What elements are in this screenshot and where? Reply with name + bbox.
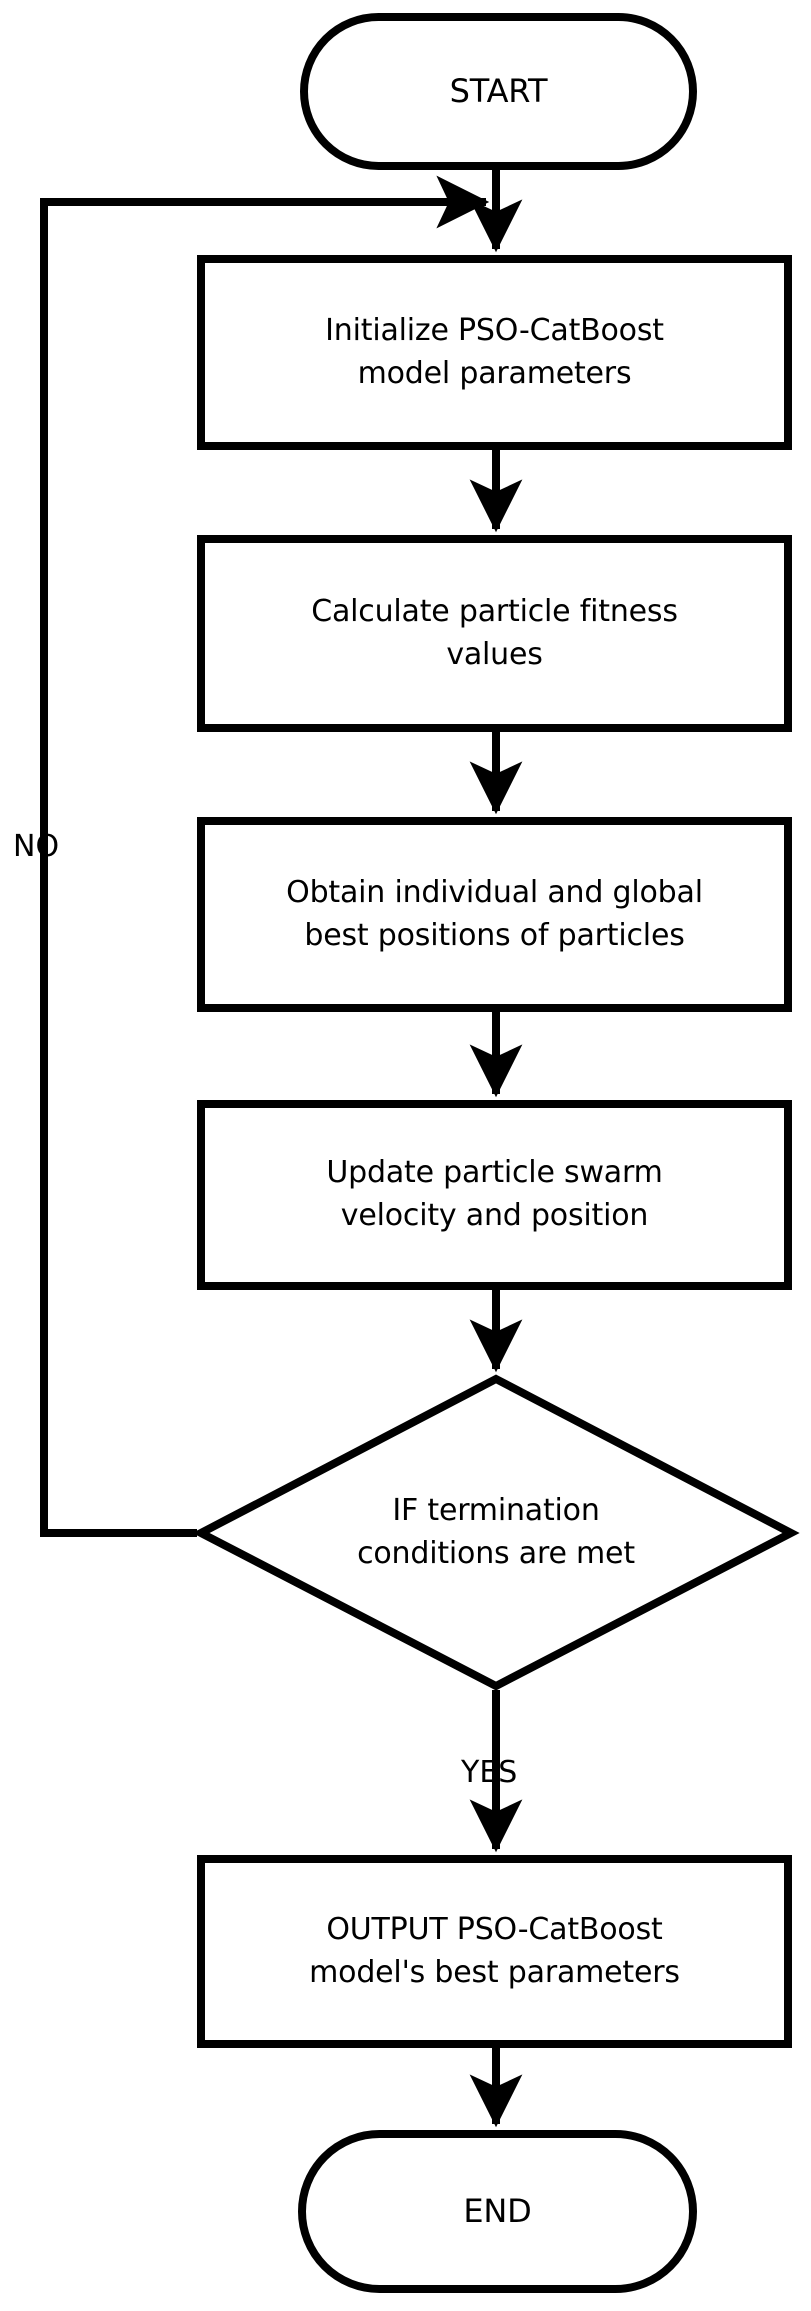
- update-node-shape[interactable]: [197, 1100, 792, 1290]
- end-node-shape[interactable]: [298, 2130, 697, 2293]
- edge-decision-no-loop: [40, 175, 490, 1537]
- output-node-shape[interactable]: [197, 1855, 792, 2048]
- best-positions-node-shape[interactable]: [197, 817, 792, 1012]
- initialize-node-shape[interactable]: [197, 255, 792, 450]
- edge-label-no: NO: [13, 829, 60, 864]
- edge-label-yes: YES: [461, 1755, 518, 1790]
- fitness-node-shape[interactable]: [197, 535, 792, 732]
- start-node-shape[interactable]: [300, 13, 697, 170]
- decision-node-shape[interactable]: [192, 1374, 800, 1691]
